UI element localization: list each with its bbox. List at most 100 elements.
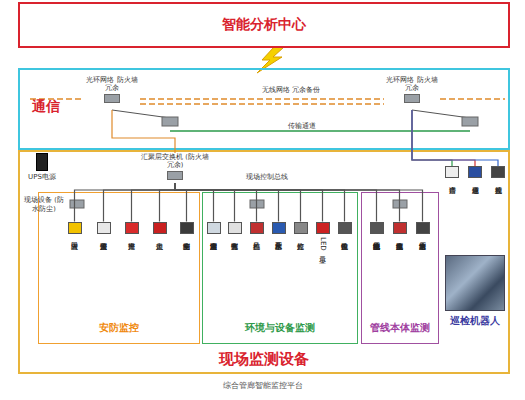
connector bbox=[175, 183, 377, 222]
node-label: 汇聚层交换机 (防火墙冗余) bbox=[140, 153, 210, 169]
connector bbox=[75, 183, 176, 222]
device-node: 供电设备监控 bbox=[334, 222, 356, 322]
switch-icon bbox=[104, 94, 120, 103]
device-icon bbox=[272, 222, 286, 234]
connector bbox=[112, 110, 175, 153]
device-node: 积水及水泵监控 bbox=[268, 222, 290, 322]
device-node: 语音广播 bbox=[441, 166, 463, 226]
node-label: LED显示 bbox=[319, 237, 327, 251]
device-node: 应急通信 bbox=[464, 166, 486, 226]
note-label: 无线网络 冗余备份 bbox=[236, 86, 346, 95]
switch-node: 光环网络 防火墙冗余 bbox=[384, 76, 440, 110]
device-node: 视频监控 bbox=[487, 166, 509, 226]
switch-node: 汇聚层交换机 (防火墙冗余) bbox=[140, 153, 210, 183]
robot-node: 巡检机器人 bbox=[442, 255, 508, 341]
connector bbox=[175, 183, 235, 222]
connector bbox=[160, 183, 176, 222]
device-icon bbox=[97, 222, 111, 234]
wire bbox=[112, 110, 170, 118]
wire bbox=[412, 110, 470, 118]
device-node: 出入口管理 bbox=[64, 222, 86, 322]
device-node: 电缆接头温度监测 bbox=[389, 222, 411, 322]
connector bbox=[175, 183, 423, 222]
device-icon bbox=[393, 222, 407, 234]
device-node: 给水管道压力监测 bbox=[412, 222, 434, 322]
device-icon bbox=[207, 222, 221, 234]
group-title: 管线本体监测 bbox=[362, 321, 437, 335]
node-label: 光环网络 防火墙冗余 bbox=[84, 76, 140, 92]
device-icon bbox=[338, 222, 352, 234]
switch-icon bbox=[393, 200, 407, 208]
connector bbox=[175, 183, 214, 222]
connector bbox=[175, 183, 345, 222]
group-title: 环境与设备监测 bbox=[203, 321, 356, 335]
device-node: LED显示 bbox=[312, 222, 334, 322]
group-title: 现场监测设备 bbox=[20, 350, 508, 369]
transport-link bbox=[170, 130, 470, 132]
connector bbox=[175, 183, 323, 222]
device-icon bbox=[316, 222, 330, 234]
connector bbox=[412, 110, 498, 166]
connector bbox=[175, 183, 257, 222]
switch-icon bbox=[162, 117, 178, 126]
device-node: 入侵报警监测 bbox=[93, 222, 115, 322]
device-icon bbox=[294, 222, 308, 234]
switch-icon bbox=[462, 117, 478, 126]
switch-icon bbox=[167, 171, 183, 180]
group-title: 智能分析中心 bbox=[20, 16, 508, 34]
device-node: 管道内温湿度监测 bbox=[203, 222, 225, 322]
server-icon bbox=[36, 153, 48, 171]
ring-link bbox=[140, 103, 384, 105]
group-band: 通信光环网络 防火墙冗余光环网络 防火墙冗余 bbox=[18, 68, 510, 150]
ring-link bbox=[140, 98, 384, 100]
connector bbox=[104, 183, 176, 222]
device-icon bbox=[180, 222, 194, 234]
switch-node: 光环网络 防火墙冗余 bbox=[84, 76, 140, 110]
device-icon bbox=[491, 166, 505, 178]
device-node: 风机监控 bbox=[246, 222, 268, 322]
connector bbox=[412, 110, 475, 166]
device-icon bbox=[416, 222, 430, 234]
caption: 综合管廊智能监控平台 bbox=[0, 380, 525, 391]
device-node: 有害气体监测 bbox=[224, 222, 246, 322]
switch-icon bbox=[70, 200, 84, 208]
ups-node: UPS电源 bbox=[22, 153, 62, 187]
switch-icon bbox=[250, 200, 264, 208]
device-node: 电缆护层接地电流监测 bbox=[366, 222, 388, 322]
group-box: 安防监控出入口管理入侵报警监测声光报警人员定位结构安全监测 bbox=[38, 192, 200, 344]
node-label: 光环网络 防火墙冗余 bbox=[384, 76, 440, 92]
connector bbox=[175, 183, 400, 222]
group-band: 现场监测设备 UPS电源 汇聚层交换机 (防火墙冗余) 安防监控出入口管理入侵报警监测… bbox=[18, 150, 510, 374]
device-icon bbox=[250, 222, 264, 234]
device-node: 结构安全监测 bbox=[176, 222, 198, 322]
connector bbox=[175, 183, 187, 222]
device-icon bbox=[228, 222, 242, 234]
connector bbox=[175, 183, 301, 222]
note-label: 现场设备 (防水防尘) bbox=[22, 196, 66, 213]
device-icon bbox=[445, 166, 459, 178]
device-node: 灯光监控 bbox=[290, 222, 312, 322]
switch-icon bbox=[404, 94, 420, 103]
note-label: 传输通道 bbox=[272, 122, 332, 131]
device-icon bbox=[125, 222, 139, 234]
connector bbox=[412, 110, 452, 166]
device-icon bbox=[468, 166, 482, 178]
group-band: 智能分析中心 bbox=[18, 2, 510, 48]
connector bbox=[132, 183, 176, 222]
node-label: UPS电源 bbox=[28, 173, 56, 182]
robot-photo bbox=[445, 255, 505, 311]
device-icon bbox=[370, 222, 384, 234]
node-label: 巡检机器人 bbox=[450, 314, 500, 327]
group-title: 安防监控 bbox=[39, 321, 198, 335]
device-icon bbox=[153, 222, 167, 234]
ring-link bbox=[440, 98, 505, 100]
device-node: 人员定位 bbox=[149, 222, 171, 322]
group-box: 管线本体监测电缆护层接地电流监测电缆接头温度监测给水管道压力监测 bbox=[361, 192, 439, 344]
device-icon bbox=[68, 222, 82, 234]
note-label: 现场控制总线 bbox=[232, 173, 302, 182]
group-box: 环境与设备监测管道内温湿度监测有害气体监测风机监控积水及水泵监控灯光监控 LED显… bbox=[202, 192, 358, 344]
device-node: 声光报警 bbox=[121, 222, 143, 322]
